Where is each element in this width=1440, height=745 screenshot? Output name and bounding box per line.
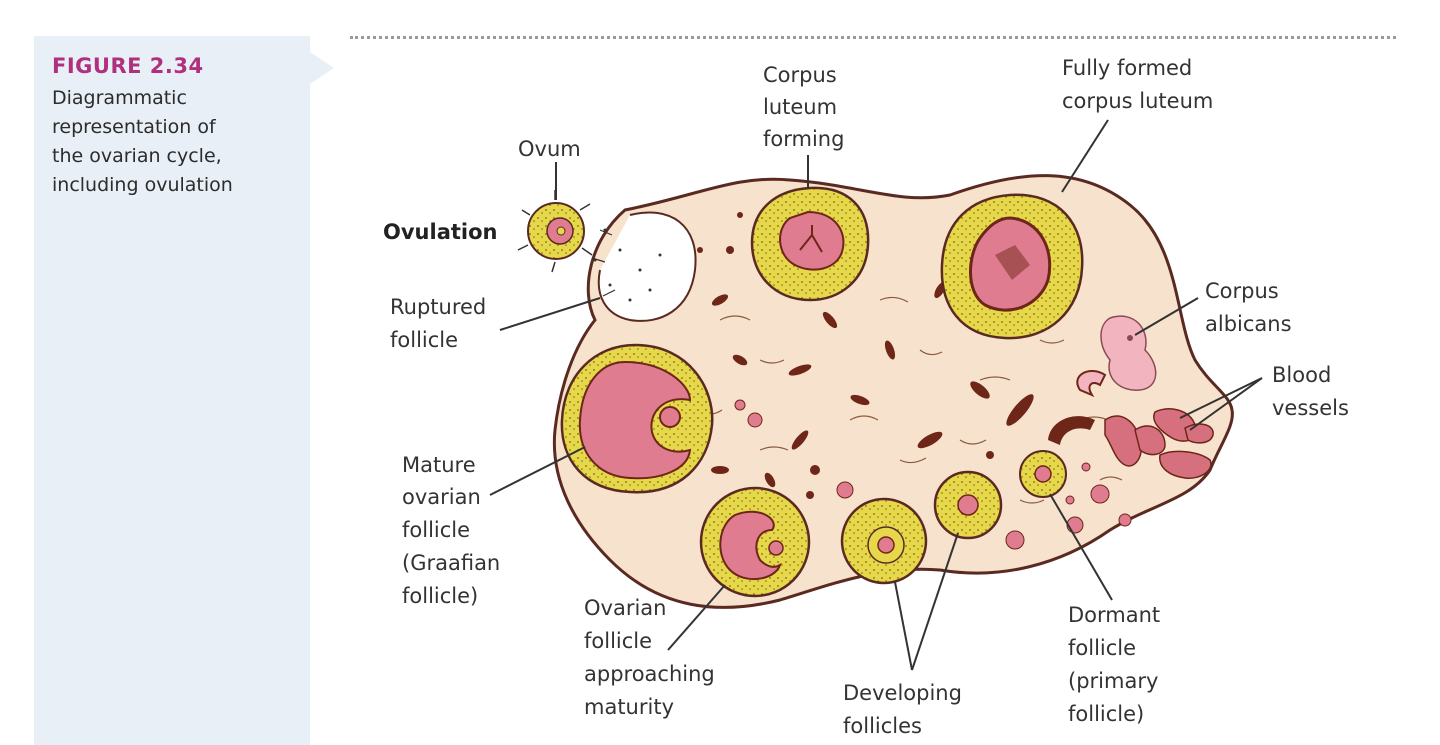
label-mature-follicle-4: (Graafian <box>402 551 500 575</box>
primordial-follicles <box>734 399 1132 550</box>
label-fully-formed-1: Fully formed <box>1062 56 1192 80</box>
leader-lines <box>489 119 1263 671</box>
label-developing-follicles-1: Developing <box>843 681 962 705</box>
developing-follicle-1 <box>840 497 928 585</box>
label-dormant-follicle-3: (primary <box>1068 669 1158 693</box>
fully-formed-corpus-luteum <box>940 193 1084 340</box>
ovum <box>517 190 593 273</box>
caption-panel <box>34 36 310 745</box>
label-corpus-luteum-forming-1: Corpus <box>763 63 837 87</box>
label-blood-vessels-2: vessels <box>1272 396 1349 420</box>
label-dormant-follicle-2: follicle <box>1068 636 1136 660</box>
dark-vessel-fragment <box>1048 416 1095 445</box>
label-corpus-luteum-forming-3: forming <box>763 127 844 151</box>
ruptured-follicle <box>591 211 697 322</box>
label-mature-follicle-3: follicle <box>402 518 470 542</box>
caption-line: including ovulation <box>52 174 233 196</box>
label-approaching-maturity-2: follicle <box>584 629 652 653</box>
dotted-divider <box>350 36 1396 39</box>
label-approaching-maturity-4: maturity <box>584 695 674 719</box>
developing-follicle-2 <box>933 470 1003 540</box>
caption-line: representation of <box>52 116 216 138</box>
label-ovulation: Ovulation <box>383 220 497 244</box>
figure-caption: Diagrammatic representation of the ovari… <box>52 84 302 200</box>
dormant-follicle <box>1019 450 1067 498</box>
dark-vessel-fragment <box>1076 370 1107 398</box>
label-dormant-follicle-1: Dormant <box>1068 603 1160 627</box>
label-corpus-luteum-forming-2: luteum <box>763 95 837 119</box>
label-mature-follicle-2: ovarian <box>402 485 481 509</box>
mature-follicle <box>560 343 714 494</box>
corpus-luteum-forming <box>750 186 870 302</box>
label-approaching-maturity-1: Ovarian <box>584 596 666 620</box>
label-approaching-maturity-3: approaching <box>584 662 715 686</box>
caption-line: Diagrammatic <box>52 87 187 109</box>
label-corpus-albicans-2: albicans <box>1205 312 1292 336</box>
caption-line: the ovarian cycle, <box>52 145 222 167</box>
caption-panel-pointer <box>310 52 334 84</box>
label-mature-follicle-5: follicle) <box>402 584 478 608</box>
follicle-approaching-maturity <box>699 486 811 598</box>
label-ruptured-follicle-1: Ruptured <box>390 295 486 319</box>
label-developing-follicles-2: follicles <box>843 714 922 738</box>
label-mature-follicle-1: Mature <box>402 453 476 477</box>
figure-number: FIGURE 2.34 <box>52 54 204 78</box>
label-blood-vessels-1: Blood <box>1272 363 1331 387</box>
label-ovum: Ovum <box>518 137 581 161</box>
label-ruptured-follicle-2: follicle <box>390 328 458 352</box>
label-corpus-albicans-1: Corpus <box>1205 279 1279 303</box>
label-dormant-follicle-4: follicle) <box>1068 702 1144 726</box>
stroma-cells <box>697 212 1034 499</box>
label-fully-formed-2: corpus luteum <box>1062 89 1213 113</box>
